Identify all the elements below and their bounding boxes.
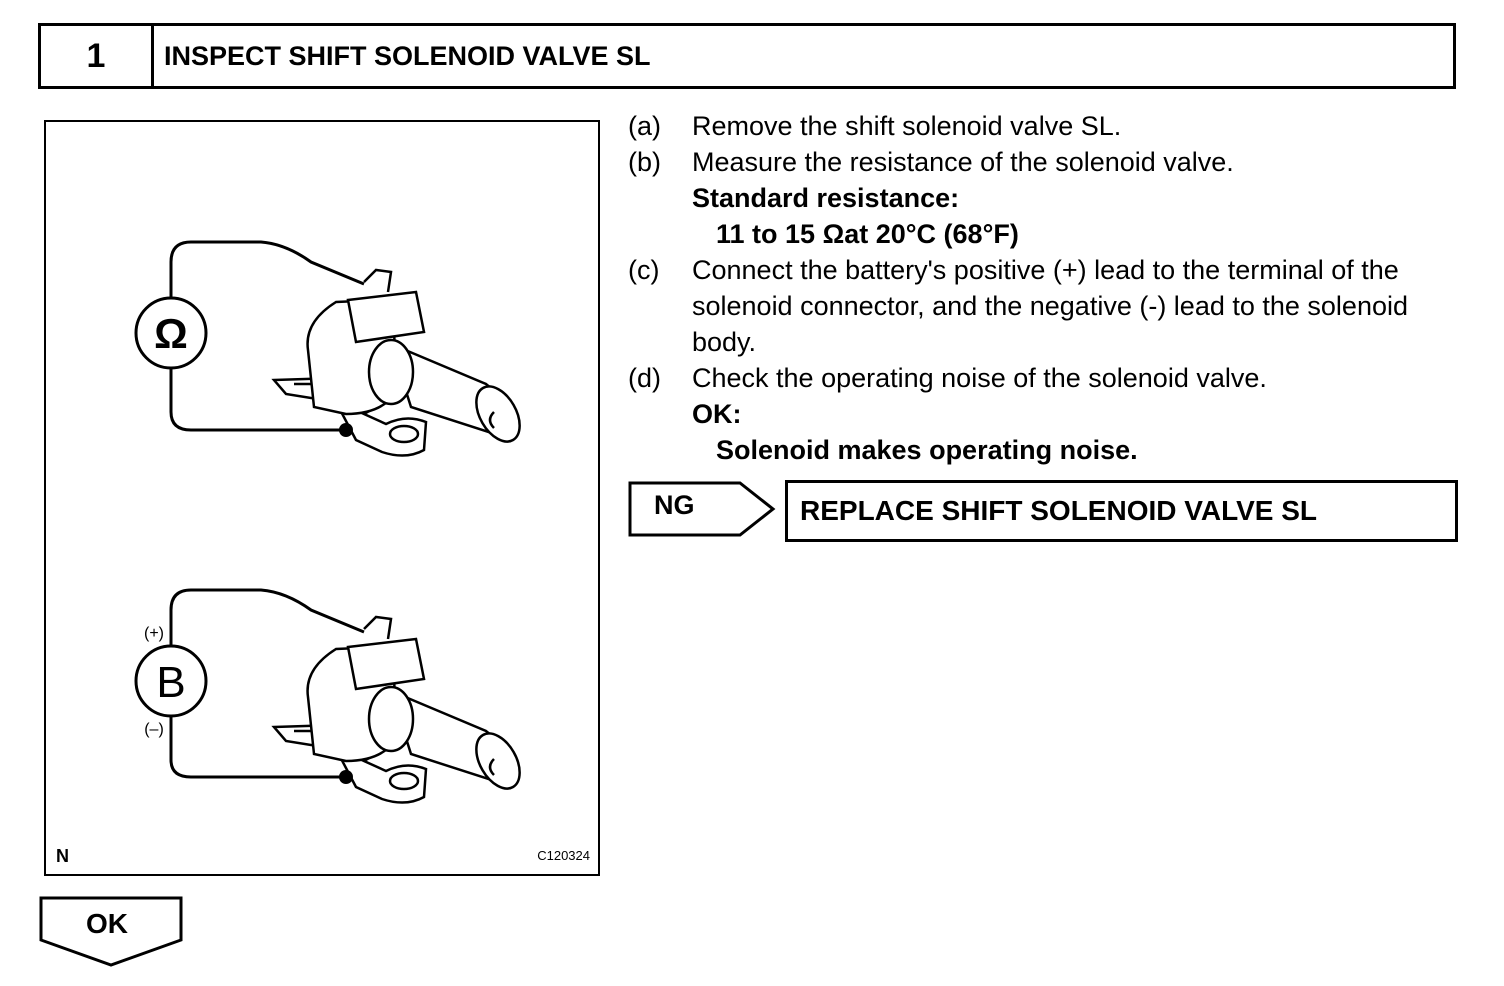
solenoid-illustration: Ω B (+) (–): [44, 120, 600, 876]
step-a: (a) Remove the shift solenoid valve SL.: [628, 108, 1458, 144]
ohmmeter-lead-bottom: [169, 367, 346, 432]
step-text: Remove the shift solenoid valve SL.: [692, 111, 1122, 141]
ohmmeter-symbol: Ω: [154, 310, 188, 357]
step-label: (d): [628, 363, 661, 393]
battery-circuit: [169, 588, 365, 779]
negative-label: (–): [144, 721, 164, 738]
solenoid-diagram: Ω B (+) (–): [134, 240, 521, 804]
ohmmeter-circuit: [169, 240, 365, 432]
step-text: Check the operating noise of the solenoi…: [692, 363, 1267, 393]
positive-label: (+): [144, 625, 164, 642]
solenoid-body-top: [271, 268, 521, 457]
battery-icon: [134, 644, 208, 718]
battery-lead-bottom: [169, 717, 346, 779]
step-number: 1: [41, 26, 154, 86]
ng-arrow-tag[interactable]: [628, 480, 778, 538]
connector: [346, 290, 426, 344]
step-label: (a): [628, 111, 661, 141]
spec-value: 11 to 15 Ωat 20°C (68°F): [716, 219, 1019, 249]
step-b: (b) Measure the resistance of the soleno…: [628, 144, 1458, 180]
spec-heading: Standard resistance:: [692, 183, 960, 213]
battery-symbol: B: [156, 658, 185, 707]
figure-code: C120324: [537, 848, 590, 863]
ng-action-box: REPLACE SHIFT SOLENOID VALVE SL: [785, 480, 1458, 542]
ok-value: Solenoid makes operating noise.: [716, 435, 1138, 465]
probe-point-top: [339, 423, 353, 437]
step-header: 1 INSPECT SHIFT SOLENOID VALVE SL: [38, 23, 1456, 89]
step-c: (c) Connect the battery's positive (+) l…: [628, 252, 1458, 360]
ok-label[interactable]: OK: [86, 908, 128, 939]
probe-point-bottom: [339, 770, 353, 784]
step-text: Connect the battery's positive (+) lead …: [692, 255, 1408, 357]
step-d: (d) Check the operating noise of the sol…: [628, 360, 1458, 396]
step-label: (c): [628, 255, 660, 285]
step-text: Measure the resistance of the solenoid v…: [692, 147, 1234, 177]
step-label: (b): [628, 147, 661, 177]
ok-heading: OK:: [692, 399, 742, 429]
ohmmeter-icon: [134, 296, 208, 370]
figure-corner-label: N: [56, 846, 69, 866]
solenoid-body-bottom: [271, 615, 521, 804]
battery-lead-top: [169, 588, 365, 647]
ok-arrow-tag[interactable]: [38, 895, 186, 969]
bracket-hole: [388, 424, 420, 444]
step-title: INSPECT SHIFT SOLENOID VALVE SL: [164, 40, 651, 71]
instruction-list: (a) Remove the shift solenoid valve SL. …: [628, 108, 1458, 468]
ohmmeter-lead-top: [169, 240, 365, 302]
ng-label[interactable]: NG: [654, 490, 695, 520]
